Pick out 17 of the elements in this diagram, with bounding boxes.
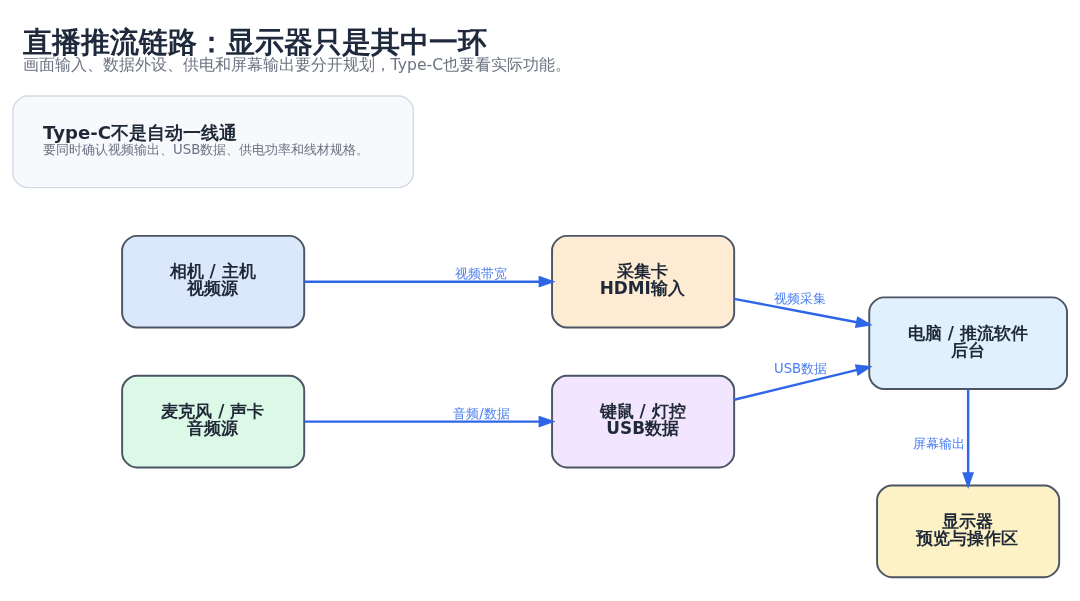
- edge-label: 视频采集: [773, 290, 826, 306]
- arrow: [304, 275, 556, 288]
- edge-label: 音频/数据: [453, 405, 510, 421]
- node-box: 显示器 预览与操作区: [876, 484, 1061, 578]
- edge-label: USB数据: [773, 360, 828, 376]
- node-box: 采集卡 HDMI输入: [551, 234, 736, 328]
- node-box: 麦克风 / 声卡 音频源: [121, 374, 306, 468]
- arrow: [304, 415, 556, 427]
- arrow: [733, 297, 873, 328]
- arrow: [962, 388, 975, 489]
- edge-label: 屏幕输出: [912, 435, 965, 451]
- node-box: 电脑 / 推流软件 后台: [868, 295, 1068, 390]
- node-box: Type-C不是自动一线通 要同时确认视频输出、USB数据、供电功率和线材规格。: [12, 94, 415, 188]
- node-box: 键鼠 / 灯控 USB数据: [551, 374, 736, 468]
- node-box: 相机 / 主机 视频源: [121, 234, 306, 328]
- edge-label: 视频带宽: [454, 265, 507, 281]
- arrow: [733, 363, 873, 401]
